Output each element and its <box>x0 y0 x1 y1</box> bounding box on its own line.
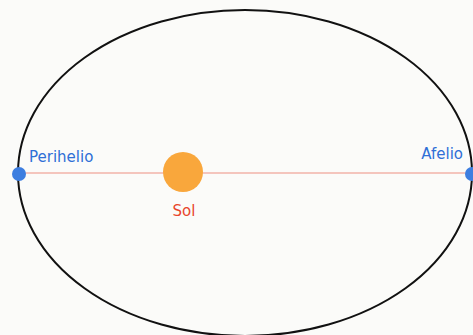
perihelion-point <box>12 167 26 181</box>
aphelion-point <box>465 167 473 181</box>
sun-label: Sol <box>173 202 196 220</box>
sun-symbol <box>163 152 203 192</box>
major-axis <box>18 172 472 173</box>
perihelion-label: Perihelio <box>29 148 93 166</box>
orbit-ellipse <box>18 10 472 335</box>
aphelion-label: Afelio <box>421 145 463 163</box>
